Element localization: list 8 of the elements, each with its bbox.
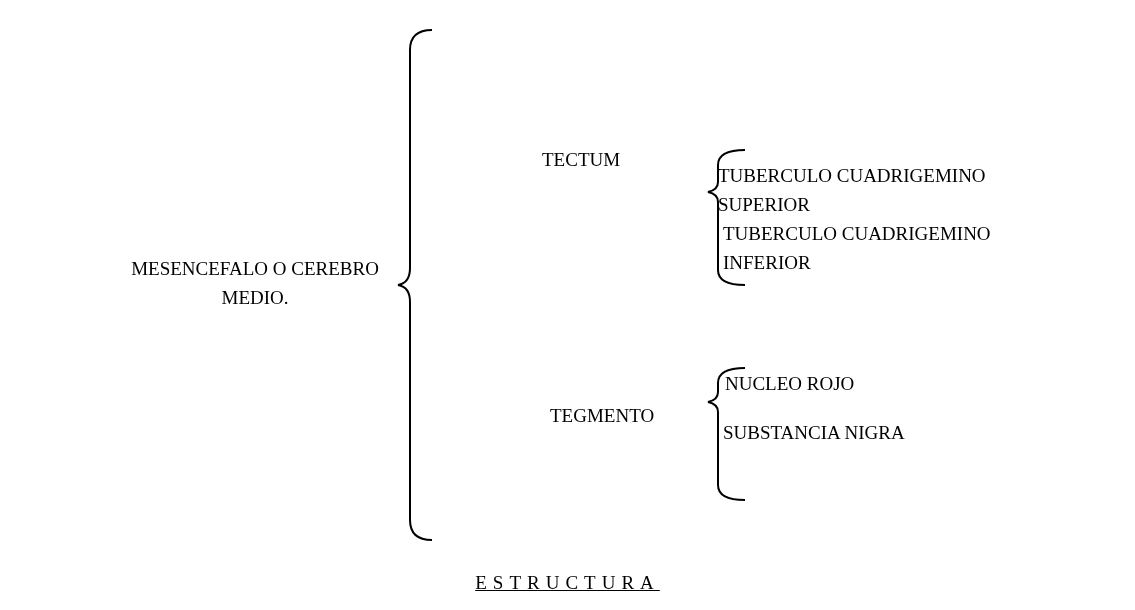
structure-label: TUBERCULO CUADRIGEMINO SUPERIOR	[718, 164, 987, 217]
caption: ESTRUCTURA	[475, 572, 660, 593]
structure-label: NUCLEO ROJO	[725, 372, 856, 396]
structure-label: MESENCEFALO O CEREBRO MEDIO.	[130, 257, 380, 310]
structure-label: SUBSTANCIA NIGRA	[723, 421, 906, 445]
structure-label: TEGMENTO	[550, 404, 656, 428]
structure-label: TUBERCULO CUADRIGEMINO INFERIOR	[723, 222, 992, 275]
structure-label: TECTUM	[542, 148, 622, 172]
